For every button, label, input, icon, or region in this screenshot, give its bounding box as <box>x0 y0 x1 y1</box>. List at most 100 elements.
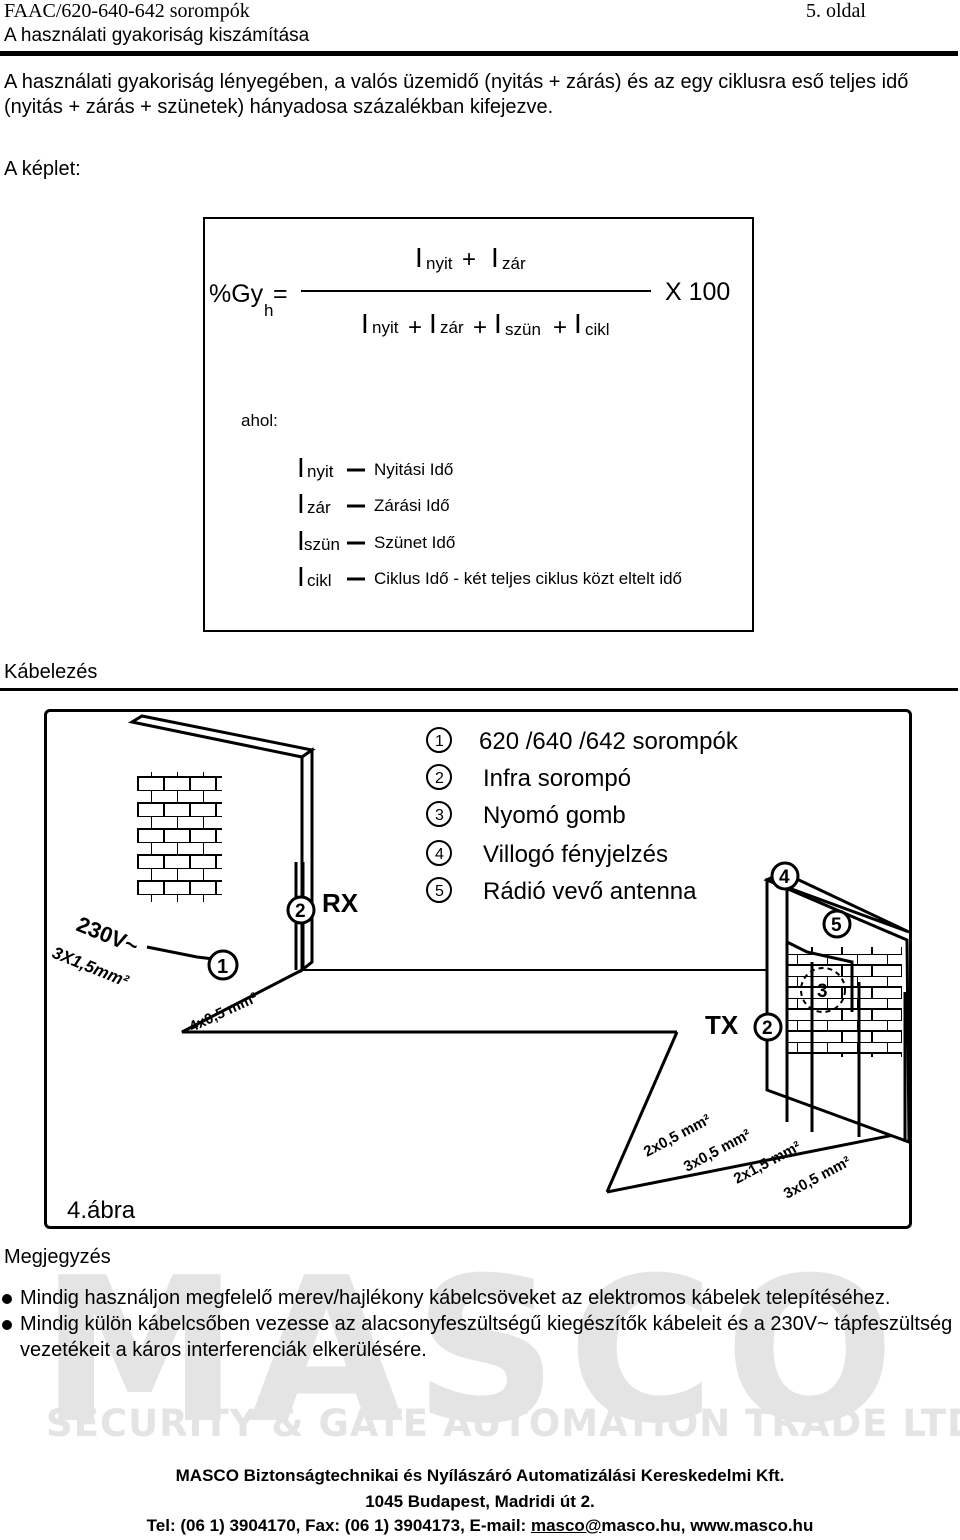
formula-multiplier: X 100 <box>665 278 730 306</box>
section-rule <box>0 688 958 691</box>
den-I-1: I <box>361 308 369 339</box>
legend-label: Nyomó gomb <box>483 802 626 829</box>
num-sub-1: nyit <box>426 254 453 273</box>
den-sub-4: cikl <box>585 320 610 339</box>
legend-num: 3 <box>435 807 444 824</box>
legend-I: I <box>297 452 305 483</box>
den-I-4: I <box>574 308 582 339</box>
document-subtitle: A használati gyakoriság kiszámítása <box>4 25 310 46</box>
floor-cable-label-4: 3x0,5 mm² <box>781 1153 854 1202</box>
marker-rx: 2 <box>286 895 316 925</box>
formula-label: A képlet: <box>4 158 81 180</box>
document-title: FAAC/620-640-642 sorompók <box>4 0 250 22</box>
num-sub-2: zár <box>502 254 526 273</box>
den-plus-1: + <box>408 314 422 341</box>
brick-pattern <box>137 772 222 902</box>
section-heading-notes: Megjegyzés <box>4 1246 111 1268</box>
right-wall <box>763 870 911 1145</box>
legend-item-2: 2 Infra sorompó <box>426 764 631 792</box>
legend-sub: szün <box>304 535 340 554</box>
legend-sub: nyit <box>307 462 334 481</box>
note-item: Mindig használjon megfelelő merev/hajlék… <box>0 1285 960 1311</box>
svg-text:5: 5 <box>831 915 842 936</box>
legend-item-3: 3 Nyomó gomb <box>426 801 626 829</box>
formula-lhs: %Gy <box>209 280 264 308</box>
legend-I: I <box>297 488 305 519</box>
svg-text:3: 3 <box>817 981 828 1002</box>
den-I-2: I <box>429 308 437 339</box>
legend-label: Infra sorompó <box>483 765 631 792</box>
note-text: Mindig külön kábelcsőben vezesse az alac… <box>20 1313 953 1361</box>
legend-num: 5 <box>435 883 444 900</box>
rx-label: RX <box>322 888 359 918</box>
intro-paragraph: A használati gyakoriság lényegében, a va… <box>4 71 909 118</box>
legend-num: 4 <box>435 846 444 863</box>
formula-lhs-sub: h <box>264 301 273 320</box>
den-plus-3: + <box>553 314 567 341</box>
figure-label: 4.ábra <box>67 1197 136 1224</box>
watermark-logo: MASCO <box>40 1235 905 1468</box>
marker-button: 3 <box>800 967 846 1013</box>
formula-box: %Gy h = I nyit + I zár I nyit + I zár + … <box>203 217 754 632</box>
legend-label: 620 /640 /642 sorompók <box>479 728 739 755</box>
note-text: Mindig használjon megfelelő merev/hajlék… <box>20 1287 891 1309</box>
footer-contact-prefix: Tel: (06 1) 3904170, Fax: (06 1) 3904173… <box>146 1516 531 1535</box>
num-I-2: I <box>491 242 499 273</box>
email-link[interactable]: masco@ <box>530 1516 602 1535</box>
legend-item-1: 1 620 /640 /642 sorompók <box>426 727 739 755</box>
legend-item-4: 4 Villogó fényjelzés <box>426 840 668 868</box>
num-plus: + <box>462 246 476 273</box>
marker-antenna: 5 <box>822 909 852 939</box>
legend-item-5: 5 Rádió vevő antenna <box>426 877 697 905</box>
header-rule <box>0 51 958 56</box>
cabling-legend: 1 620 /640 /642 sorompók 2 Infra sorompó… <box>426 727 739 905</box>
den-I-3: I <box>494 308 502 339</box>
bullet-icon <box>2 1294 12 1304</box>
watermark-tagline: SECURITY & GATE AUTOMATION TRADE LTD. <box>46 1402 960 1445</box>
den-plus-2: + <box>473 314 487 341</box>
notes-list: Mindig használjon megfelelő merev/hajlék… <box>0 1285 960 1363</box>
footer-contact: Tel: (06 1) 3904170, Fax: (06 1) 3904173… <box>0 1516 960 1536</box>
formula-equals: = <box>273 280 288 308</box>
legend-sub: cikl <box>307 571 332 590</box>
marker-tx: 2 <box>753 1012 783 1042</box>
footer-company: MASCO Biztonságtechnikai és Nyílászáró A… <box>175 1466 785 1485</box>
legend-row-4: I cikl Ciklus Idő - két teljes ciklus kö… <box>297 561 682 592</box>
floor <box>181 968 910 1194</box>
legend-label: Rádió vevő antenna <box>483 878 697 905</box>
legend-row-2: I zár Zárási Idő <box>297 488 450 519</box>
legend-row-1: I nyit Nyitási Idő <box>297 452 453 483</box>
svg-text:2: 2 <box>762 1018 773 1039</box>
note-item: Mindig külön kábelcsőben vezesse az alac… <box>0 1311 960 1363</box>
brick-pattern <box>787 947 902 1057</box>
den-sub-2: zár <box>440 318 464 337</box>
legend-num: 1 <box>435 733 444 750</box>
legend-desc: Szünet Idő <box>374 533 455 552</box>
legend-I: I <box>297 561 305 592</box>
num-I-1: I <box>415 242 423 273</box>
power-label: 230V~ <box>73 911 142 958</box>
footer-contact-suffix: masco.hu, www.masco.hu <box>601 1516 814 1535</box>
legend-label: Villogó fényjelzés <box>483 841 668 868</box>
section-heading-cabling: Kábelezés <box>4 661 98 683</box>
barrier-cable-label: 4x0,5 mm² <box>187 989 261 1035</box>
marker-barrier: 1 <box>207 949 239 981</box>
power-input: 230V~ 3X1,5mm² <box>50 911 223 991</box>
footer-address: 1045 Budapest, Madridi út 2. <box>365 1492 595 1511</box>
legend-sub: zár <box>307 498 331 517</box>
tx-label: TX <box>705 1010 739 1040</box>
bullet-icon <box>2 1320 12 1330</box>
svg-text:1: 1 <box>217 956 228 978</box>
svg-text:2: 2 <box>295 901 306 922</box>
den-sub-1: nyit <box>372 318 399 337</box>
marker-lamp: 4 <box>770 861 800 891</box>
page-number: 5. oldal <box>806 0 866 22</box>
legend-I: I <box>297 525 305 556</box>
svg-text:4: 4 <box>779 867 790 888</box>
cabling-diagram: 1 620 /640 /642 sorompók 2 Infra sorompó… <box>44 709 912 1229</box>
legend-num: 2 <box>435 770 444 787</box>
left-wall <box>127 714 316 974</box>
legend-desc: Ciklus Idő - két teljes ciklus közt elte… <box>374 569 682 588</box>
cabling-svg: 1 620 /640 /642 sorompók 2 Infra sorompó… <box>50 714 911 1224</box>
formula-svg: %Gy h = I nyit + I zár I nyit + I zár + … <box>209 242 730 592</box>
